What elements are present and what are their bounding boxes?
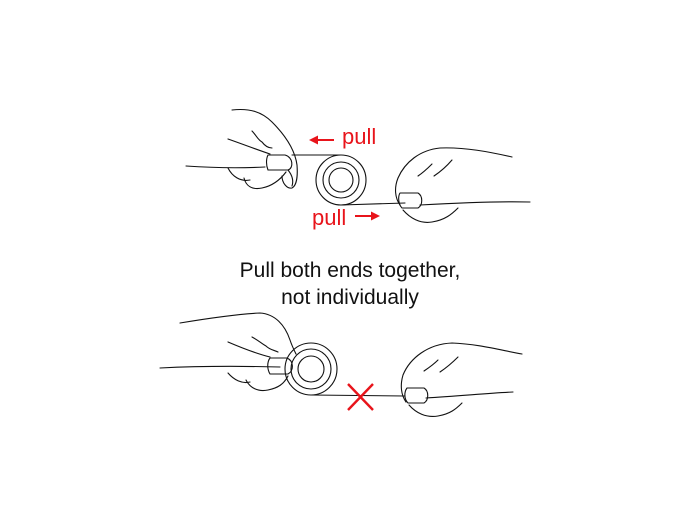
pull-label-top: pull [342, 124, 377, 149]
caption-line-2: not individually [281, 286, 419, 309]
top-left-hand [185, 108, 298, 190]
top-tape-roll [291, 154, 406, 206]
top-right-hand [395, 147, 531, 223]
bottom-right-hand [400, 342, 523, 417]
bottom-left-hand [159, 312, 297, 392]
arrow-right-icon [355, 211, 380, 221]
caption-line-1: Pull both ends together, [239, 259, 461, 282]
bottom-tape-roll [284, 342, 406, 397]
pull-label-bottom: pull [312, 205, 347, 230]
arrow-left-icon [309, 135, 334, 145]
x-mark-icon [347, 383, 374, 411]
caption: Pull both ends together, not individuall… [0, 257, 700, 311]
